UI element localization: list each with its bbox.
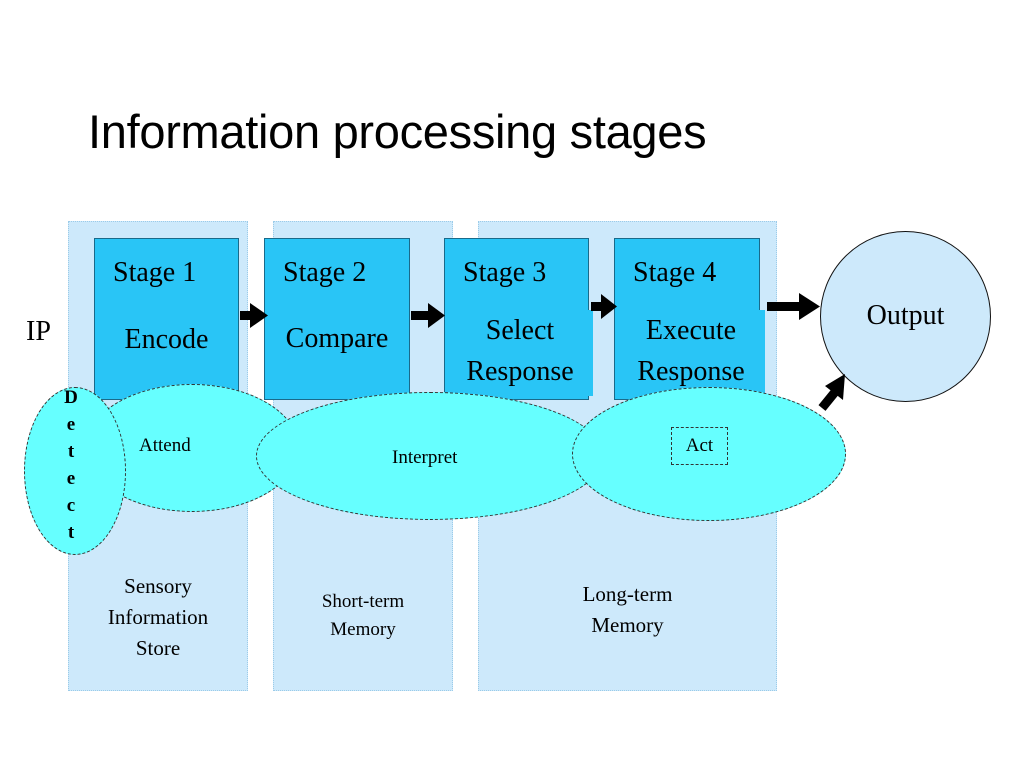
sensory-line-3: Store [135, 636, 181, 660]
stage-1-title: Stage 1 [113, 257, 197, 288]
stage-4-name: Execute Response [610, 310, 772, 392]
arrow-stage4-to-output [767, 293, 820, 320]
stage-2-name-box [269, 318, 406, 362]
stm-line-2: Memory [330, 619, 396, 640]
detect-letter: c [66, 495, 76, 516]
stage-2-name: Compare [285, 323, 389, 354]
stage-3-title: Stage 3 [463, 257, 547, 288]
ip-label: IP [26, 316, 51, 347]
stm-line-1: Short-term [321, 591, 405, 612]
attend-label: Attend [139, 435, 191, 456]
act-oval [572, 387, 846, 521]
stage-4-name-box [620, 310, 765, 396]
stage-2-title: Stage 2 [283, 257, 367, 288]
detect-letter: e [66, 414, 76, 435]
stage-4-title: Stage 4 [633, 257, 717, 288]
output-label: Output [866, 300, 945, 331]
detect-letter: t [67, 522, 75, 543]
output-circle [820, 231, 991, 402]
detect-letter: D [64, 387, 78, 408]
detect-label: D e t e c t [56, 384, 86, 546]
interpret-oval [256, 392, 604, 520]
stage-1-name: Encode [124, 324, 209, 355]
detect-letter: t [67, 441, 75, 462]
detect-oval [24, 387, 126, 555]
arrow-stage2-to-stage3 [411, 303, 445, 328]
stage-3-name-line-2: Response [466, 356, 574, 387]
act-label: Act [671, 427, 728, 465]
stage-3-name-line-1: Select [485, 315, 555, 346]
detect-letter: e [66, 468, 76, 489]
stage-4-name-line-2: Response [637, 356, 745, 387]
sensory-line-1: Sensory [124, 574, 192, 598]
ltm-line-2: Memory [591, 613, 664, 637]
short-term-memory-label: Short-term Memory [274, 588, 452, 644]
stage-3-name: Select Response [440, 310, 600, 392]
stage-4-name-line-1: Execute [645, 315, 737, 346]
long-term-memory-label: Long-term Memory [479, 579, 776, 641]
stage-1-box: Stage 1 Encode [94, 238, 239, 400]
stage-3-name-box [450, 310, 593, 396]
interpret-label: Interpret [392, 447, 458, 468]
arrow-act-to-output [818, 374, 845, 411]
arrow-stage1-to-stage2 [240, 303, 268, 328]
ltm-line-1: Long-term [582, 582, 673, 606]
sensory-store-label: Sensory Information Store [69, 571, 247, 664]
slide-title: Information processing stages [88, 105, 707, 158]
arrow-stage3-to-stage4 [591, 294, 617, 319]
sensory-line-2: Information [107, 605, 209, 629]
